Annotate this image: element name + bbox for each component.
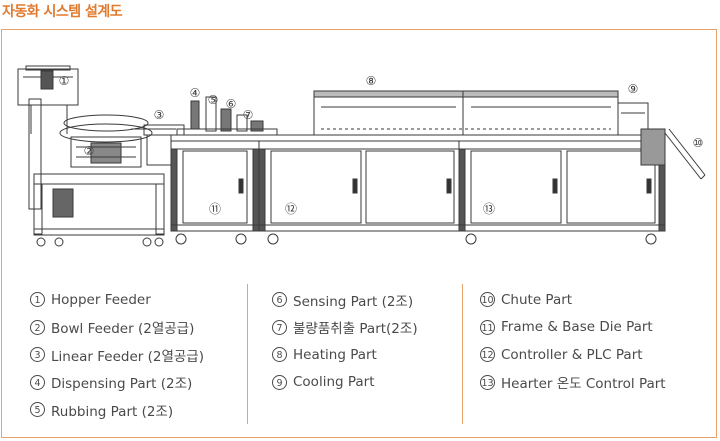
legend-item: 9 Cooling Part xyxy=(272,369,418,397)
frame-11-drawing xyxy=(170,140,260,245)
legend-column-2: 6 Sensing Part (2조) 7 불량품취출 Part(2조) 8 Heat… xyxy=(272,286,418,396)
legend-number: 1 xyxy=(30,292,45,308)
legend-number: 6 xyxy=(272,292,287,308)
callout-6: ⑥ xyxy=(226,97,237,111)
legend-item: 13 Hearter 온도 Control Part xyxy=(480,369,666,397)
callout-10: ⑩ xyxy=(693,136,704,150)
legend-number: 3 xyxy=(30,347,45,363)
callout-9: ⑨ xyxy=(628,82,639,96)
legend-number: 10 xyxy=(480,292,495,308)
legend-number: 13 xyxy=(480,374,495,390)
callout-13: ⑬ xyxy=(483,202,495,216)
legend-label: Hearter 온도 Control Part xyxy=(501,376,666,393)
legend-item: 10 Chute Part xyxy=(480,286,666,314)
legend-label: Linear Feeder (2열공급) xyxy=(51,348,204,365)
machine-diagram: ① ② ③ ④ ⑤ ⑥ ⑦ ⑧ ⑨ ⑩ ⑪ ⑫ ⑬ xyxy=(17,65,706,247)
page-title: 자동화 시스템 설계도 xyxy=(2,4,123,20)
legend-divider-1 xyxy=(247,284,248,424)
hopper-feeder-drawing xyxy=(17,65,79,134)
legend-label: Heating Part xyxy=(293,346,377,363)
legend-label: Controller & PLC Part xyxy=(501,346,643,363)
callout-4: ④ xyxy=(190,86,201,100)
legend-number: 12 xyxy=(480,347,495,363)
legend-label: Sensing Part (2조) xyxy=(293,293,414,310)
heating-part-drawing xyxy=(313,90,619,136)
frame-12-drawing xyxy=(258,140,460,245)
legend-item: 8 Heating Part xyxy=(272,341,418,369)
legend-item: 2 Bowl Feeder (2열공급) xyxy=(30,314,204,342)
legend-item: 12 Controller & PLC Part xyxy=(480,341,666,369)
legend-number: 9 xyxy=(272,374,287,390)
callout-12: ⑫ xyxy=(285,202,297,216)
legend-label: Rubbing Part (2조) xyxy=(51,403,174,420)
legend-item: 4 Dispensing Part (2조) xyxy=(30,369,204,397)
process-heads-drawing xyxy=(176,96,278,136)
legend-label: 불량품취출 Part(2조) xyxy=(293,321,418,338)
bowl-feeder-drawing xyxy=(59,114,153,168)
callout-8: ⑧ xyxy=(366,74,377,88)
legend-label: Chute Part xyxy=(501,291,573,308)
legend-number: 7 xyxy=(272,319,287,335)
callout-5: ⑤ xyxy=(208,93,219,107)
legend-column-3: 10 Chute Part 11 Frame & Base Die Part 12 C… xyxy=(480,286,666,396)
legend-number: 2 xyxy=(30,319,45,335)
callout-11: ⑪ xyxy=(209,202,221,216)
legend-label: Bowl Feeder (2열공급) xyxy=(51,321,195,338)
linear-feeder-drawing xyxy=(131,124,185,166)
callout-3: ③ xyxy=(154,108,165,122)
legend-number: 4 xyxy=(30,374,45,390)
legend-item: 5 Rubbing Part (2조) xyxy=(30,396,204,424)
chute-part-drawing xyxy=(640,128,706,180)
feeder-stand-drawing xyxy=(28,98,165,247)
legend-number: 8 xyxy=(272,347,287,363)
callout-2: ② xyxy=(84,144,95,158)
legend-item: 1 Hopper Feeder xyxy=(30,286,204,314)
diagram-frame xyxy=(1,29,717,438)
legend-item: 6 Sensing Part (2조) xyxy=(272,286,418,314)
legend-item: 3 Linear Feeder (2열공급) xyxy=(30,341,204,369)
cooling-part-drawing xyxy=(617,102,649,136)
legend-column-1: 1 Hopper Feeder 2 Bowl Feeder (2열공급) 3 Line… xyxy=(30,286,204,424)
legend-label: Hopper Feeder xyxy=(51,291,151,308)
legend-item: 11 Frame & Base Die Part xyxy=(480,314,666,342)
legend-label: Frame & Base Die Part xyxy=(501,319,653,336)
legend-item: 7 불량품취출 Part(2조) xyxy=(272,314,418,342)
legend-label: Cooling Part xyxy=(293,374,375,391)
legend-number: 11 xyxy=(480,319,495,335)
legend-number: 5 xyxy=(30,402,45,418)
callout-1: ① xyxy=(59,74,70,88)
legend-divider-2 xyxy=(462,284,463,424)
frame-13-drawing xyxy=(458,140,666,245)
legend-label: Dispensing Part (2조) xyxy=(51,376,193,393)
callout-7: ⑦ xyxy=(243,108,254,122)
